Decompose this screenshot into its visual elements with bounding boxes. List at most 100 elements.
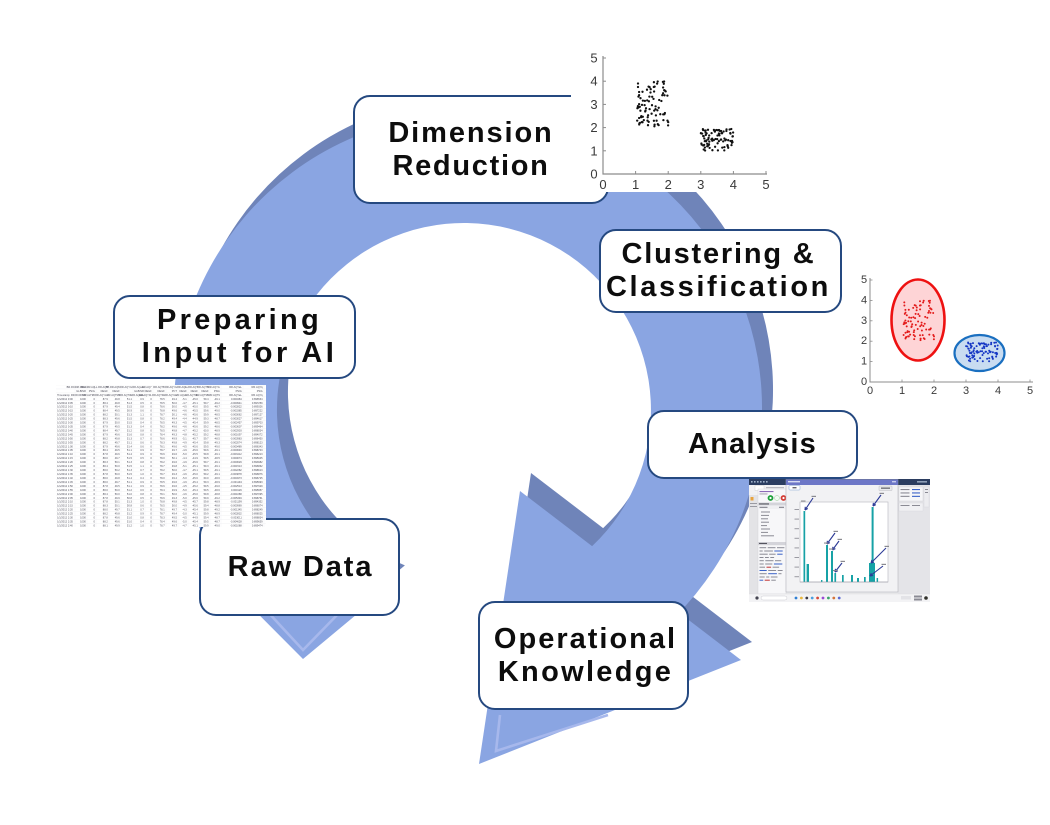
svg-text:1/1/2012 1:25: 1/1/2012 1:25 — [57, 464, 73, 468]
svg-text:0: 0 — [93, 516, 95, 520]
svg-text:PCT: PCT — [172, 389, 178, 393]
svg-text:-0.003412: -0.003412 — [230, 452, 242, 456]
svg-text:0: 0 — [150, 476, 152, 480]
svg-text:RR.AQT9L: RR.AQT9L — [152, 393, 165, 397]
svg-text:59.8: 59.8 — [204, 440, 210, 444]
svg-text:0: 0 — [150, 480, 152, 484]
svg-text:0: 0 — [93, 468, 95, 472]
svg-text:1/1/2012 1:10: 1/1/2012 1:10 — [57, 452, 73, 456]
svg-text:-48.8: -48.8 — [214, 432, 220, 436]
svg-text:-48.5: -48.5 — [214, 436, 220, 440]
svg-text:50.0: 50.0 — [115, 492, 121, 496]
svg-text:0: 0 — [150, 512, 152, 516]
svg-text:1/1/2012 1:20: 1/1/2012 1:20 — [57, 460, 73, 464]
svg-text:RR.AQT9: RR.AQT9 — [209, 393, 221, 397]
svg-text:-0.001345: -0.001345 — [230, 508, 242, 512]
svg-text:59.5: 59.5 — [204, 468, 210, 472]
svg-text:1/1/2012 1:55: 1/1/2012 1:55 — [57, 488, 73, 492]
svg-text:-45.0: -45.0 — [192, 405, 198, 409]
svg-text:88.2: 88.2 — [103, 436, 109, 440]
svg-text:LL.RR.AQT: LL.RR.AQT — [95, 385, 109, 389]
svg-text:-0.001697: -0.001697 — [230, 432, 242, 436]
svg-text:50.1: 50.1 — [115, 413, 121, 417]
svg-text:0.899703: 0.899703 — [252, 421, 263, 425]
svg-text:50.0: 50.0 — [172, 492, 178, 496]
svg-text:78.5: 78.5 — [160, 504, 166, 508]
svg-text:51.2: 51.2 — [127, 512, 133, 516]
svg-text:-0.003011: -0.003011 — [230, 516, 242, 520]
svg-text:49.9: 49.9 — [115, 523, 121, 527]
svg-text:59.9: 59.9 — [204, 421, 210, 425]
svg-text:49.5: 49.5 — [115, 484, 121, 488]
svg-text:1/1/2012 0:55: 1/1/2012 0:55 — [57, 440, 73, 444]
svg-text:0: 0 — [93, 452, 95, 456]
svg-text:RR.ALT9B: RR.ALT9B — [83, 393, 95, 397]
svg-text:78.5: 78.5 — [160, 428, 166, 432]
svg-text:51.4: 51.4 — [127, 476, 133, 480]
svg-text:0.8: 0.8 — [140, 405, 144, 409]
svg-text:50.8: 50.8 — [127, 504, 133, 508]
svg-text:0.893982: 0.893982 — [252, 460, 263, 464]
svg-text:DEGF: DEGF — [158, 389, 166, 393]
svg-text:50.0: 50.0 — [172, 468, 178, 472]
svg-text:49.3: 49.3 — [172, 472, 178, 476]
svg-text:0.897127: 0.897127 — [252, 413, 263, 417]
svg-text:88.3: 88.3 — [103, 417, 109, 421]
svg-text:0: 0 — [93, 472, 95, 476]
svg-text:78.5: 78.5 — [160, 480, 166, 484]
svg-text:0.9: 0.9 — [140, 512, 144, 516]
svg-text:0: 0 — [150, 488, 152, 492]
svg-text:78.7: 78.7 — [160, 472, 166, 476]
svg-text:59.9: 59.9 — [204, 496, 210, 500]
svg-text:-49.1: -49.1 — [214, 448, 220, 452]
svg-text:51.0: 51.0 — [127, 520, 133, 524]
svg-text:78.7: 78.7 — [160, 464, 166, 468]
svg-text:88.0: 88.0 — [103, 508, 109, 512]
svg-text:49.5: 49.5 — [115, 448, 121, 452]
svg-text:LRR.AQYG: LRR.AQYG — [119, 385, 132, 389]
svg-text:0.8: 0.8 — [140, 516, 144, 520]
svg-text:78.4: 78.4 — [160, 520, 166, 524]
svg-text:-0.004973: -0.004973 — [230, 476, 242, 480]
svg-text:-4.8: -4.8 — [182, 432, 187, 436]
svg-text:49.8: 49.8 — [115, 512, 121, 516]
svg-text:3: 3 — [590, 97, 597, 112]
svg-text:PSIA: PSIA — [257, 389, 263, 393]
svg-text:87.9: 87.9 — [103, 444, 109, 448]
svg-text:-4.5: -4.5 — [182, 421, 187, 425]
svg-text:0.7: 0.7 — [140, 508, 144, 512]
svg-text:59.9: 59.9 — [204, 512, 210, 516]
svg-text:59.2: 59.2 — [204, 432, 210, 436]
svg-text:-49.1: -49.1 — [214, 397, 220, 401]
svg-text:51.0: 51.0 — [127, 516, 133, 520]
svg-text:1000: 1000 — [80, 424, 86, 428]
svg-text:49.8: 49.8 — [172, 500, 178, 504]
svg-text:-45.1: -45.1 — [192, 468, 198, 472]
svg-text:0.895045: 0.895045 — [252, 456, 263, 460]
svg-text:BECRR.AQ: BECRR.AQ — [81, 385, 94, 389]
svg-text:1: 1 — [632, 177, 639, 192]
svg-text:-5.0: -5.0 — [182, 476, 187, 480]
svg-text:0: 0 — [93, 436, 95, 440]
svg-text:0.896450: 0.896450 — [252, 436, 263, 440]
svg-text:0: 0 — [150, 444, 152, 448]
svg-text:49.6: 49.6 — [172, 520, 178, 524]
svg-text:78.6: 78.6 — [160, 496, 166, 500]
svg-text:-4.3: -4.3 — [182, 508, 187, 512]
svg-text:0: 0 — [150, 492, 152, 496]
svg-text:50.0: 50.0 — [115, 464, 121, 468]
svg-text:1000: 1000 — [80, 397, 86, 401]
svg-text:-4.4: -4.4 — [182, 417, 187, 421]
svg-text:59.3: 59.3 — [204, 480, 210, 484]
svg-text:1.1: 1.1 — [140, 413, 144, 417]
svg-text:2: 2 — [931, 385, 937, 397]
svg-text:-49.2: -49.2 — [214, 401, 220, 405]
svg-text:-45.7: -45.7 — [192, 436, 198, 440]
svg-text:0.4: 0.4 — [140, 421, 144, 425]
svg-text:-45.0: -45.0 — [192, 472, 198, 476]
svg-text:78.2: 78.2 — [160, 417, 166, 421]
svg-text:0.9: 0.9 — [140, 452, 144, 456]
svg-text:-49.1: -49.1 — [214, 452, 220, 456]
svg-text:78.1: 78.1 — [160, 508, 166, 512]
svg-text:49.6: 49.6 — [172, 409, 178, 413]
